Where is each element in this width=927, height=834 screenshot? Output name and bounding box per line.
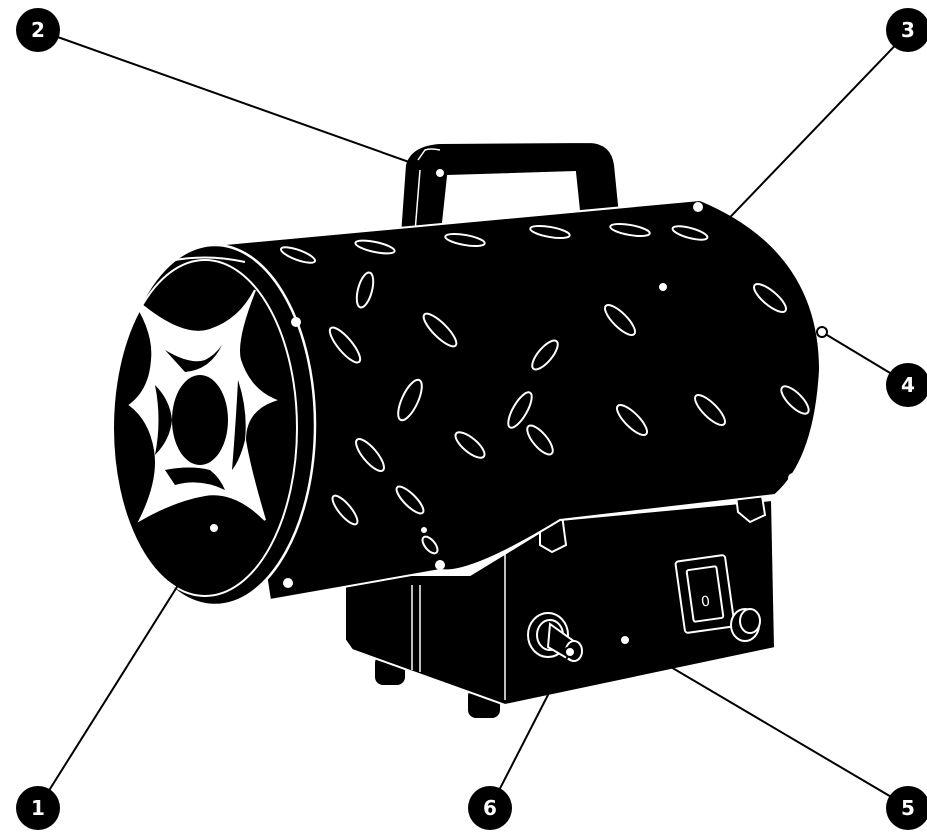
callout-number: 4 — [901, 373, 915, 397]
leader-3 — [663, 30, 910, 287]
callout-number: 2 — [31, 18, 45, 42]
knob-cap — [740, 609, 760, 633]
screw — [421, 527, 427, 533]
leader-dot-3 — [658, 282, 668, 292]
screw — [283, 578, 293, 588]
callout-5: 5 — [886, 786, 927, 830]
leader-dot-2 — [435, 168, 445, 178]
power-switch: 0 — [675, 555, 735, 633]
leader-1 — [38, 528, 214, 808]
callout-3: 3 — [886, 8, 927, 52]
leader-dot-4 — [817, 327, 827, 337]
control-knob — [731, 609, 760, 641]
leader-2 — [38, 30, 440, 173]
leader-dot-6 — [565, 647, 575, 657]
screw — [291, 317, 301, 327]
screw — [788, 473, 798, 483]
callout-number: 6 — [483, 796, 497, 820]
callout-number: 3 — [901, 18, 915, 42]
screw — [435, 560, 445, 570]
callout-number: 5 — [901, 796, 915, 820]
grille-center — [172, 375, 228, 465]
callout-1: 1 — [16, 786, 60, 830]
callout-6: 6 — [468, 786, 512, 830]
screw — [693, 202, 703, 212]
leader-5 — [625, 640, 910, 808]
callout-4: 4 — [886, 363, 927, 407]
leader-dot-1 — [209, 523, 219, 533]
callout-2: 2 — [16, 8, 60, 52]
leader-dot-5 — [620, 635, 630, 645]
callout-number: 1 — [31, 796, 45, 820]
